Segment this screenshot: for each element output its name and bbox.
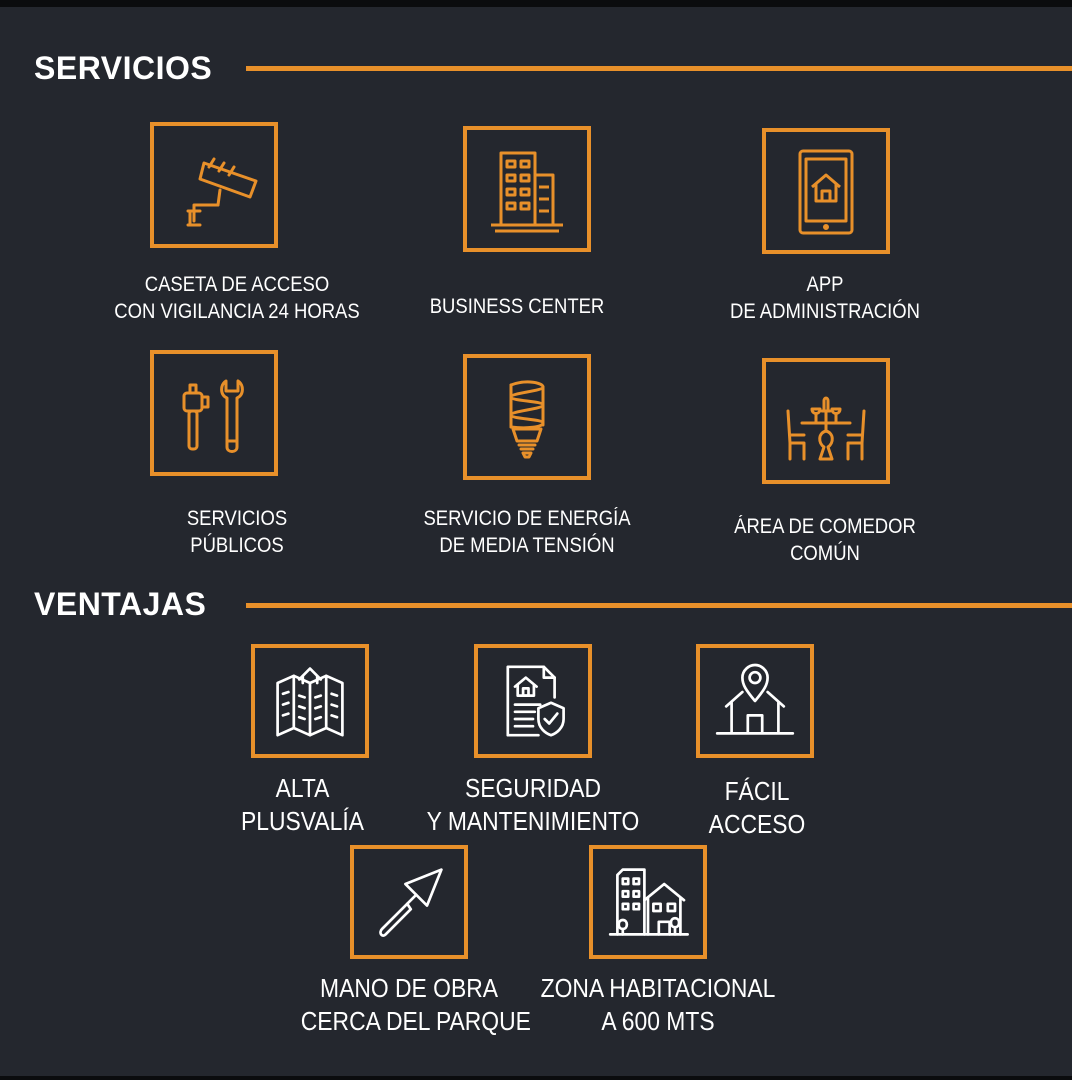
trowel-icon bbox=[350, 845, 468, 959]
secure-document-icon bbox=[474, 644, 592, 758]
bottom-border bbox=[0, 1076, 1072, 1080]
tools-icon bbox=[150, 350, 278, 476]
tablet-app-icon bbox=[762, 128, 890, 254]
security-camera-icon bbox=[150, 122, 278, 248]
section-divider-ventajas bbox=[246, 603, 1072, 608]
section-divider-servicios bbox=[246, 66, 1072, 71]
section-title-ventajas: VENTAJAS bbox=[34, 586, 207, 622]
location-house-icon bbox=[696, 644, 814, 758]
residential-zone-icon bbox=[589, 845, 707, 959]
top-border bbox=[0, 0, 1072, 7]
office-building-icon bbox=[463, 126, 591, 252]
energy-bulb-icon bbox=[463, 354, 591, 480]
section-title-servicios: SERVICIOS bbox=[34, 50, 213, 86]
servicio-business-label: BUSINESS CENTER bbox=[429, 295, 605, 318]
city-map-icon bbox=[251, 644, 369, 758]
dining-table-icon bbox=[762, 358, 890, 484]
